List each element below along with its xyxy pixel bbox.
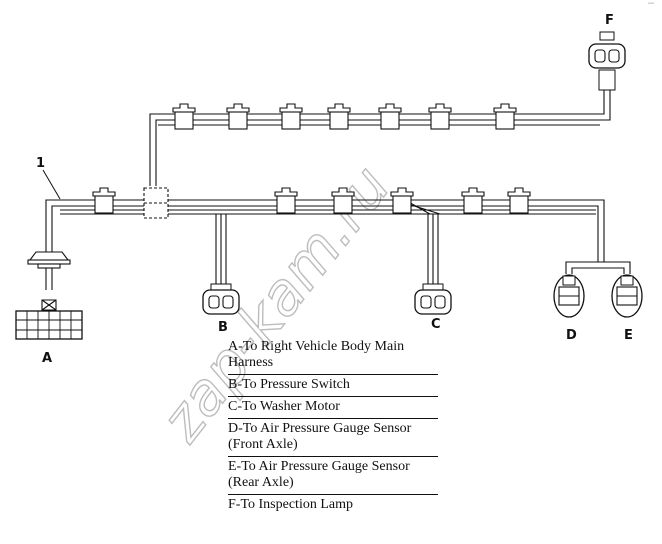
connector-a xyxy=(15,251,83,340)
legend-text: F-To Inspection Lamp xyxy=(228,497,353,512)
connector-b xyxy=(202,283,240,315)
label-d: D xyxy=(566,328,577,343)
label-a: A xyxy=(42,351,52,366)
connector-d xyxy=(553,274,585,318)
legend-table: A-To Right Vehicle Body Main Harness B-T… xyxy=(228,337,438,516)
connector-c xyxy=(414,283,452,315)
legend-text: E-To Air Pressure Gauge Sensor (Rear Axl… xyxy=(228,459,410,490)
svg-text:1: 1 xyxy=(36,156,45,171)
legend-row: F-To Inspection Lamp xyxy=(228,495,438,516)
label-b: B xyxy=(218,320,228,335)
label-c: C xyxy=(431,317,441,332)
branch-b xyxy=(215,214,227,284)
part-label-1: 1 xyxy=(36,156,61,200)
corner-mark: °°° xyxy=(648,2,654,7)
legend-row: C-To Washer Motor xyxy=(228,397,438,419)
legend-text: C-To Washer Motor xyxy=(228,399,340,414)
legend-text: D-To Air Pressure Gauge Sensor (Front Ax… xyxy=(228,421,412,452)
connector-f xyxy=(588,31,626,91)
legend-text: A-To Right Vehicle Body Main Harness xyxy=(228,339,405,370)
label-e: E xyxy=(624,328,633,343)
branch-de xyxy=(565,261,631,274)
label-f: F xyxy=(605,13,614,28)
branch-c xyxy=(427,214,439,284)
legend-row: D-To Air Pressure Gauge Sensor (Front Ax… xyxy=(228,419,438,457)
upper-harness xyxy=(149,89,611,186)
legend-row: B-To Pressure Switch xyxy=(228,375,438,397)
junction-block xyxy=(143,187,169,219)
connector-e xyxy=(611,274,643,318)
legend-text: B-To Pressure Switch xyxy=(228,377,350,392)
legend-row: E-To Air Pressure Gauge Sensor (Rear Axl… xyxy=(228,457,438,495)
legend-row: A-To Right Vehicle Body Main Harness xyxy=(228,337,438,375)
